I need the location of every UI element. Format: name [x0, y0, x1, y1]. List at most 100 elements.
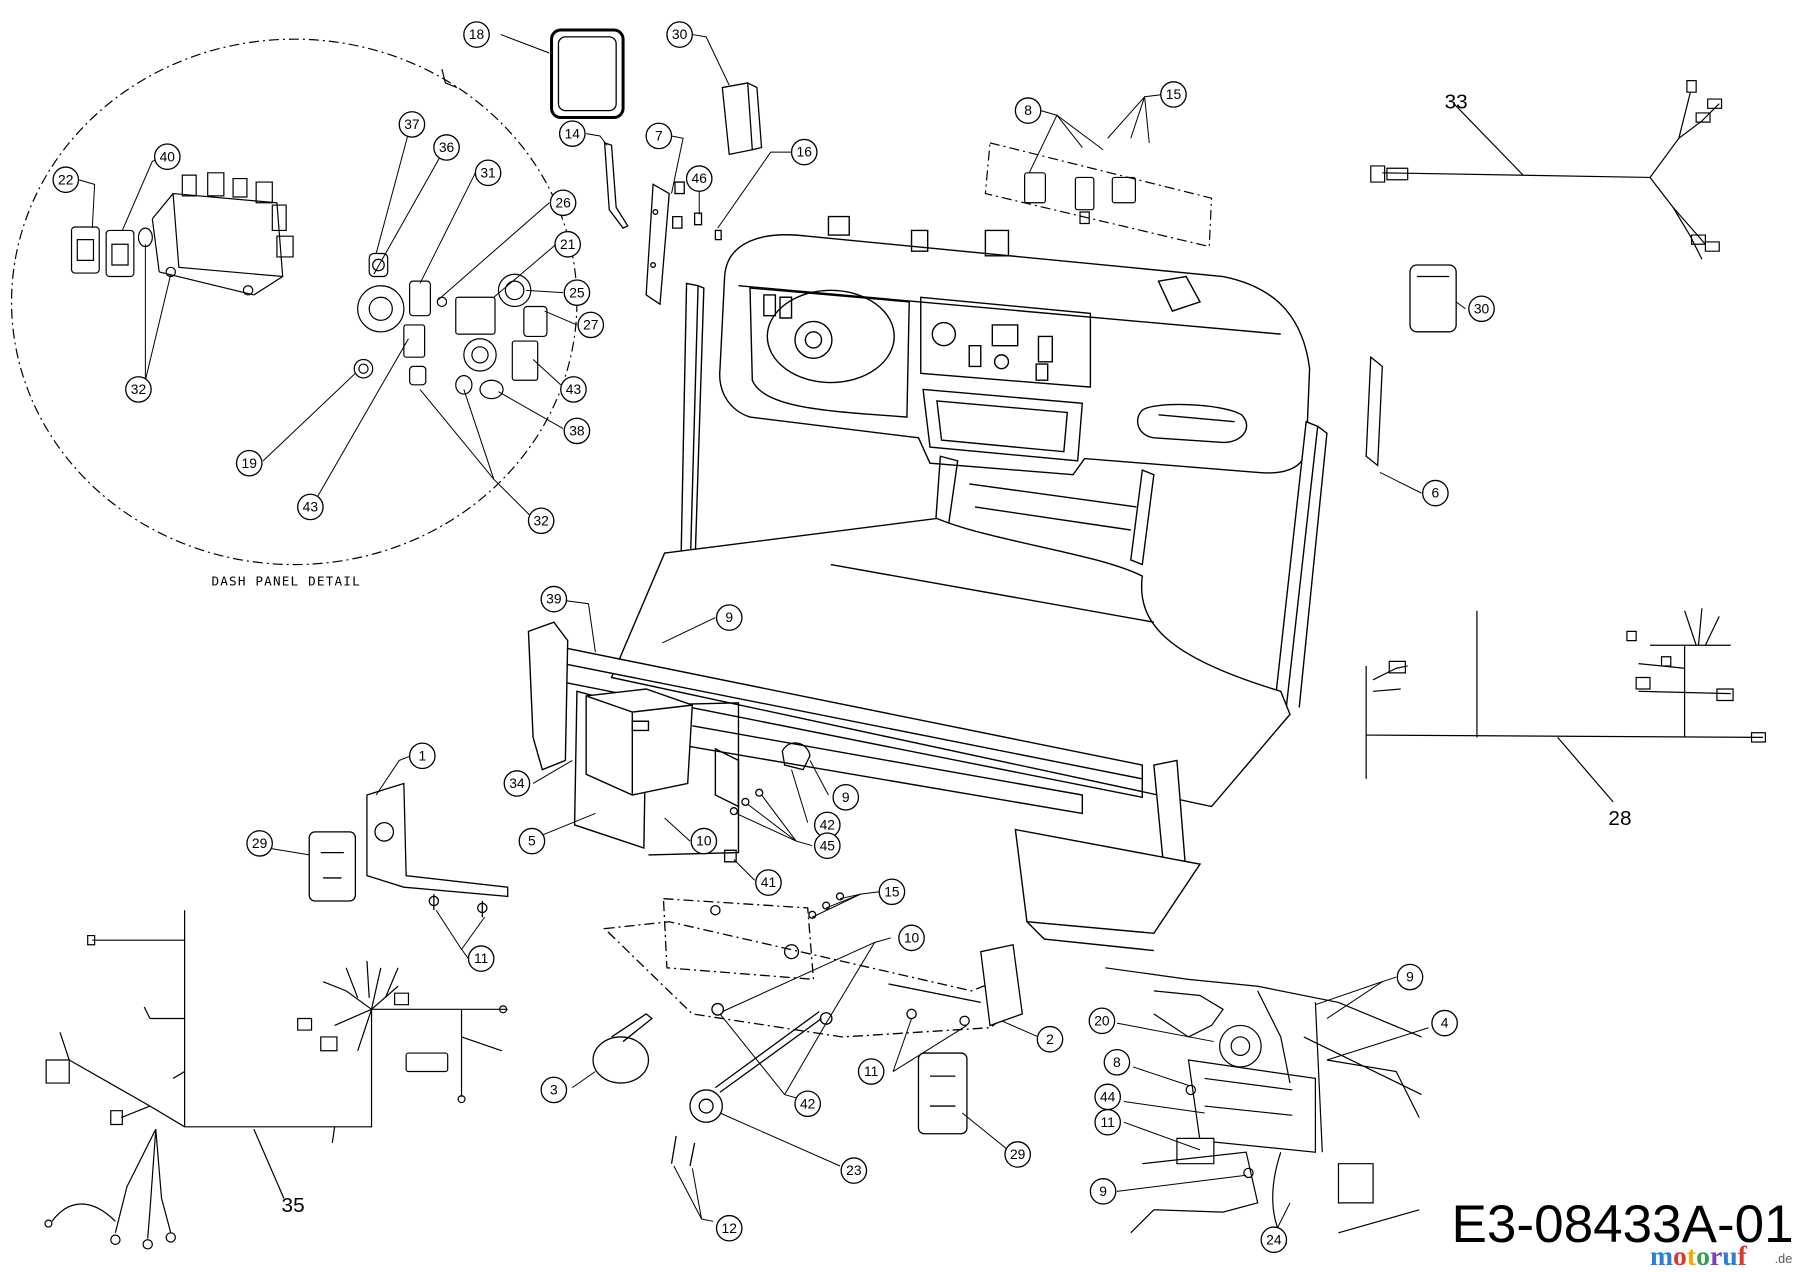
callout: 10: [691, 828, 716, 853]
callout: 21: [555, 232, 580, 257]
callout-label: 43: [303, 499, 319, 515]
callout-label: 16: [797, 144, 813, 160]
callout-label: 20: [1094, 1012, 1110, 1028]
callout-label: 21: [560, 236, 576, 252]
callout: 43: [561, 377, 586, 402]
callout-label: 6: [1432, 485, 1440, 501]
callout-label: 8: [1113, 1054, 1121, 1070]
harness-28: [1366, 608, 1765, 802]
callout-label: 15: [884, 883, 900, 899]
callout: 7: [646, 123, 671, 148]
callout-label: 15: [1166, 86, 1182, 102]
callout-label: 44: [1100, 1088, 1116, 1104]
callout: 29: [1005, 1142, 1030, 1167]
callout-label: 22: [58, 171, 73, 187]
callout-label: 32: [533, 512, 548, 528]
rocker-switches: [72, 227, 153, 277]
callout-label: 18: [469, 26, 485, 42]
callout-label: 36: [439, 139, 455, 155]
motor-controller-inset: [1105, 968, 1421, 1245]
callout-label: 3: [550, 1082, 558, 1098]
callout-label: 9: [725, 609, 733, 625]
callout: 11: [1095, 1110, 1120, 1135]
callout: 41: [756, 870, 781, 895]
harness-label-33: 33: [1445, 90, 1468, 113]
callout-label: 7: [655, 128, 663, 144]
callout: 11: [858, 1059, 883, 1084]
callout: 9: [717, 605, 742, 630]
watermark-text: motoruf: [1650, 1240, 1748, 1271]
callout-label: 11: [864, 1063, 879, 1079]
callout-label: 9: [1406, 969, 1414, 985]
callout: 4: [1432, 1010, 1457, 1035]
callout: 25: [564, 280, 589, 305]
callout-label: 43: [566, 381, 582, 397]
dashboard-chassis: [528, 217, 1326, 951]
callout: 9: [1397, 964, 1422, 989]
harness-label-35: 35: [282, 1194, 305, 1217]
callout-label: 10: [696, 833, 712, 849]
battery: [586, 689, 692, 795]
callout: 3: [541, 1077, 566, 1102]
callout: 27: [578, 312, 603, 337]
callout: 23: [841, 1158, 866, 1183]
callout: 6: [1423, 480, 1448, 505]
callout: 11: [468, 946, 493, 971]
callout-label: 25: [569, 284, 585, 300]
callout-label: 10: [904, 929, 920, 945]
callout: 36: [434, 135, 459, 160]
callout-label: 5: [528, 833, 536, 849]
top-parts: [552, 30, 1457, 466]
callout-label: 8: [1024, 102, 1032, 118]
callout-label: 2: [1046, 1031, 1054, 1047]
callout: 19: [237, 451, 262, 476]
callout-label: 39: [546, 591, 562, 607]
harness-35: [45, 910, 508, 1249]
callout: 30: [667, 22, 692, 47]
callout-label: 31: [480, 164, 496, 180]
callout-label: 30: [672, 26, 688, 42]
detail-circle: [12, 39, 577, 564]
dash-panel-detail: [12, 39, 577, 564]
floor-pan: [612, 518, 1290, 806]
dash-panel: [720, 235, 1310, 475]
callout-label: 1: [418, 747, 426, 763]
callout-bubbles: 18 30 7 14 46 16 37 36 31 26 21 25 27 43…: [53, 22, 1494, 1253]
callout: 8: [1015, 98, 1040, 123]
callout: 2: [1037, 1027, 1062, 1052]
callout: 42: [795, 1091, 820, 1116]
callout: 30: [1469, 296, 1494, 321]
callout: 32: [528, 508, 553, 533]
callout-label: 12: [722, 1220, 737, 1236]
diagram-code: E3-08433A-01: [1452, 1195, 1794, 1254]
callout-label: 23: [846, 1162, 862, 1178]
callout-label: 38: [569, 423, 585, 439]
callout-label: 24: [1266, 1231, 1282, 1247]
callout: 34: [504, 771, 529, 796]
watermark-logo: motoruf .de: [1650, 1240, 1792, 1271]
callout: 24: [1261, 1227, 1286, 1252]
callout-label: 19: [242, 455, 258, 471]
callout: 1: [410, 743, 435, 768]
ignition-switch: [358, 253, 404, 331]
callout: 12: [717, 1216, 742, 1241]
callout: 15: [879, 879, 904, 904]
callout-label: 46: [692, 170, 708, 186]
callout: 20: [1089, 1008, 1114, 1033]
callout: 5: [519, 828, 544, 853]
callout: 26: [550, 190, 575, 215]
callout-label: 27: [583, 317, 598, 333]
callout-label: 37: [404, 116, 419, 132]
callout: 14: [560, 121, 585, 146]
callout-label: 42: [800, 1095, 815, 1111]
callout: 9: [1090, 1179, 1115, 1204]
callout: 40: [155, 144, 180, 169]
callout: 43: [298, 494, 323, 519]
callout-label: 42: [820, 817, 835, 833]
callout-label: 11: [474, 950, 489, 966]
callout: 29: [247, 831, 272, 856]
callout-label: 41: [761, 874, 777, 890]
callout-label: 34: [509, 775, 525, 791]
harness-33: [1371, 81, 1722, 260]
